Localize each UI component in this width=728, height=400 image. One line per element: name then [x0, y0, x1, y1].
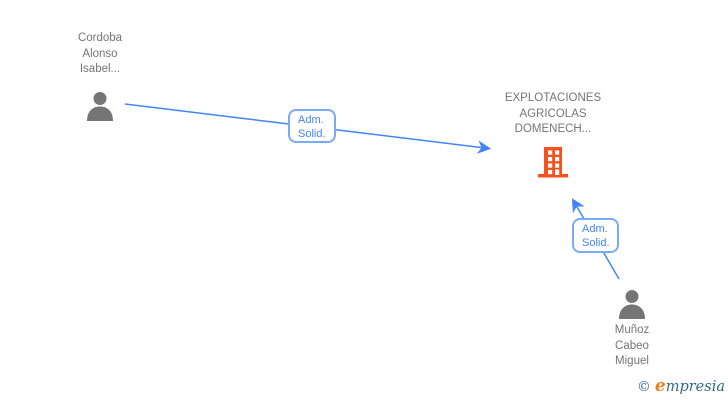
empresia-logo[interactable]: ©empresia — [637, 376, 725, 397]
node-label-line: Miguel — [615, 355, 649, 367]
edge-label-line: Adm. — [582, 223, 608, 235]
node-label-line: Alonso — [82, 47, 118, 60]
edge-label-adm-solid-munoz[interactable]: Adm. Solid. — [572, 218, 619, 253]
brand-initial: e — [654, 376, 666, 396]
node-label-line: Cabeo — [615, 339, 649, 352]
node-person-munoz[interactable]: Muñoz Cabeo Miguel — [582, 287, 682, 370]
copyright-symbol: © — [636, 379, 651, 395]
node-person-cordoba[interactable]: Cordoba Alonso Isabel... — [50, 31, 150, 121]
person-icon — [619, 290, 645, 319]
node-label-line: Isabel... — [79, 63, 121, 75]
edge-label-line: Solid. — [582, 237, 610, 249]
brand-name: mpresia — [665, 379, 725, 395]
node-label-line: Muñoz — [614, 324, 650, 336]
node-label: Muñoz Cabeo Miguel — [615, 323, 650, 370]
person-icon — [87, 91, 113, 121]
node-label: Cordoba Alonso Isabel... — [78, 31, 122, 78]
node-label-line: EXPLOTACIONES — [504, 92, 602, 104]
edge-label-line: Solid. — [298, 128, 326, 140]
node-company-explotaciones[interactable]: EXPLOTACIONES AGRICOLAS DOMENECH... — [478, 91, 628, 179]
edge-label-adm-solid-cordoba[interactable]: Adm. Solid. — [288, 109, 336, 143]
building-icon — [538, 146, 568, 177]
node-label-line: DOMENECH... — [514, 123, 592, 135]
node-label: EXPLOTACIONES AGRICOLAS DOMENECH... — [505, 91, 601, 138]
node-label-line: Cordoba — [77, 32, 123, 44]
node-label-line: AGRICOLAS — [519, 107, 587, 120]
edge-label-line: Adm. — [298, 114, 324, 126]
